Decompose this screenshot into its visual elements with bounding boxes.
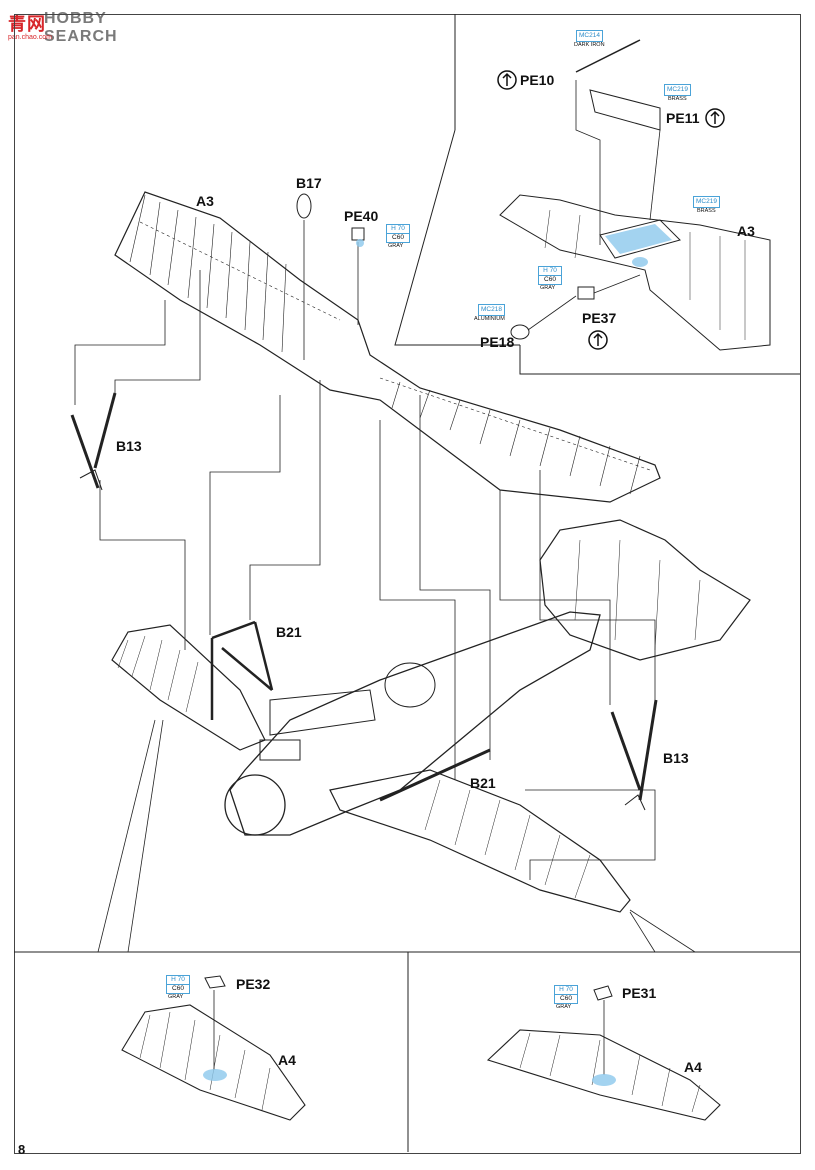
metal-name-pe18: ALUMINIUM: [474, 316, 505, 322]
nose-cowl: [224, 774, 286, 836]
pe10-part: [575, 39, 641, 73]
main-frame: [14, 14, 801, 1154]
paint-name-pe40: GRAY: [388, 243, 404, 249]
label-a3-main: A3: [196, 193, 214, 209]
watermark-url: pan.chao.com: [8, 34, 52, 41]
metal-callout-pe10: MC214: [576, 30, 603, 42]
pe40-highlight: [356, 239, 364, 247]
paint-name-pe32: GRAY: [168, 994, 184, 1000]
inset-plate: [599, 219, 681, 259]
pe11-part: [589, 89, 661, 131]
pe11-flip-icon: [705, 108, 725, 128]
paint-name-pe31: GRAY: [556, 1004, 572, 1010]
lower-left-wing: [111, 624, 266, 751]
pe37-flip-icon: [588, 330, 608, 350]
bottom-right-wing: [486, 1029, 721, 1121]
b13-right-strut: [610, 699, 658, 811]
label-pe32: PE32: [236, 976, 271, 992]
watermark-logo: 青网: [8, 14, 46, 34]
label-a4-right: A4: [684, 1059, 702, 1075]
metal-callout-pe18: MC218: [478, 304, 505, 316]
bottom-left-wing: [121, 1004, 306, 1121]
fuselage-outline: [229, 611, 601, 836]
label-pe31: PE31: [622, 985, 657, 1001]
paint-name-pe37: GRAY: [540, 285, 556, 291]
page-number: 8: [18, 1142, 26, 1157]
label-b17: B17: [296, 175, 322, 191]
upper-wing-outline: [114, 191, 661, 503]
label-pe10: PE10: [520, 72, 555, 88]
label-b21-left: B21: [276, 624, 302, 640]
pe18-part: [510, 324, 530, 340]
b21-left-cabane: [210, 620, 274, 720]
engine-block: [269, 689, 376, 736]
metal-name-inset-plate: BRASS: [697, 208, 716, 214]
label-pe37: PE37: [582, 310, 617, 326]
label-a3-inset: A3: [737, 223, 755, 239]
b21-right-strut: [379, 748, 491, 802]
metal-name-pe10: DARK IRON: [574, 42, 605, 48]
metal-callout-pe11: MC219: [664, 84, 691, 96]
metal-callout-inset-plate: MC219: [693, 196, 720, 208]
pe37-part: [577, 286, 595, 300]
metal-name-pe11: BRASS: [668, 96, 687, 102]
label-a4-left: A4: [278, 1052, 296, 1068]
lower-right-wing: [329, 769, 631, 913]
label-pe40: PE40: [344, 208, 379, 224]
tailplane: [539, 519, 751, 661]
label-pe18: PE18: [480, 334, 515, 350]
pe31-highlight: [592, 1074, 616, 1086]
b17-part: [296, 193, 312, 219]
inset-bottom: [519, 345, 800, 375]
inset-wing: [499, 194, 771, 351]
label-b13-right: B13: [663, 750, 689, 766]
pe32-part: [204, 975, 226, 989]
cockpit: [384, 662, 436, 708]
pe32-highlight: [203, 1069, 227, 1081]
pe10-flip-icon: [497, 70, 517, 90]
label-b21-right: B21: [470, 775, 496, 791]
inset-plate-highlight: [605, 224, 672, 254]
b13-left-strut: [70, 392, 117, 491]
label-b13-left: B13: [116, 438, 142, 454]
pe40-part: [351, 227, 365, 241]
label-pe11: PE11: [666, 110, 700, 126]
pe31-part: [593, 985, 613, 1001]
